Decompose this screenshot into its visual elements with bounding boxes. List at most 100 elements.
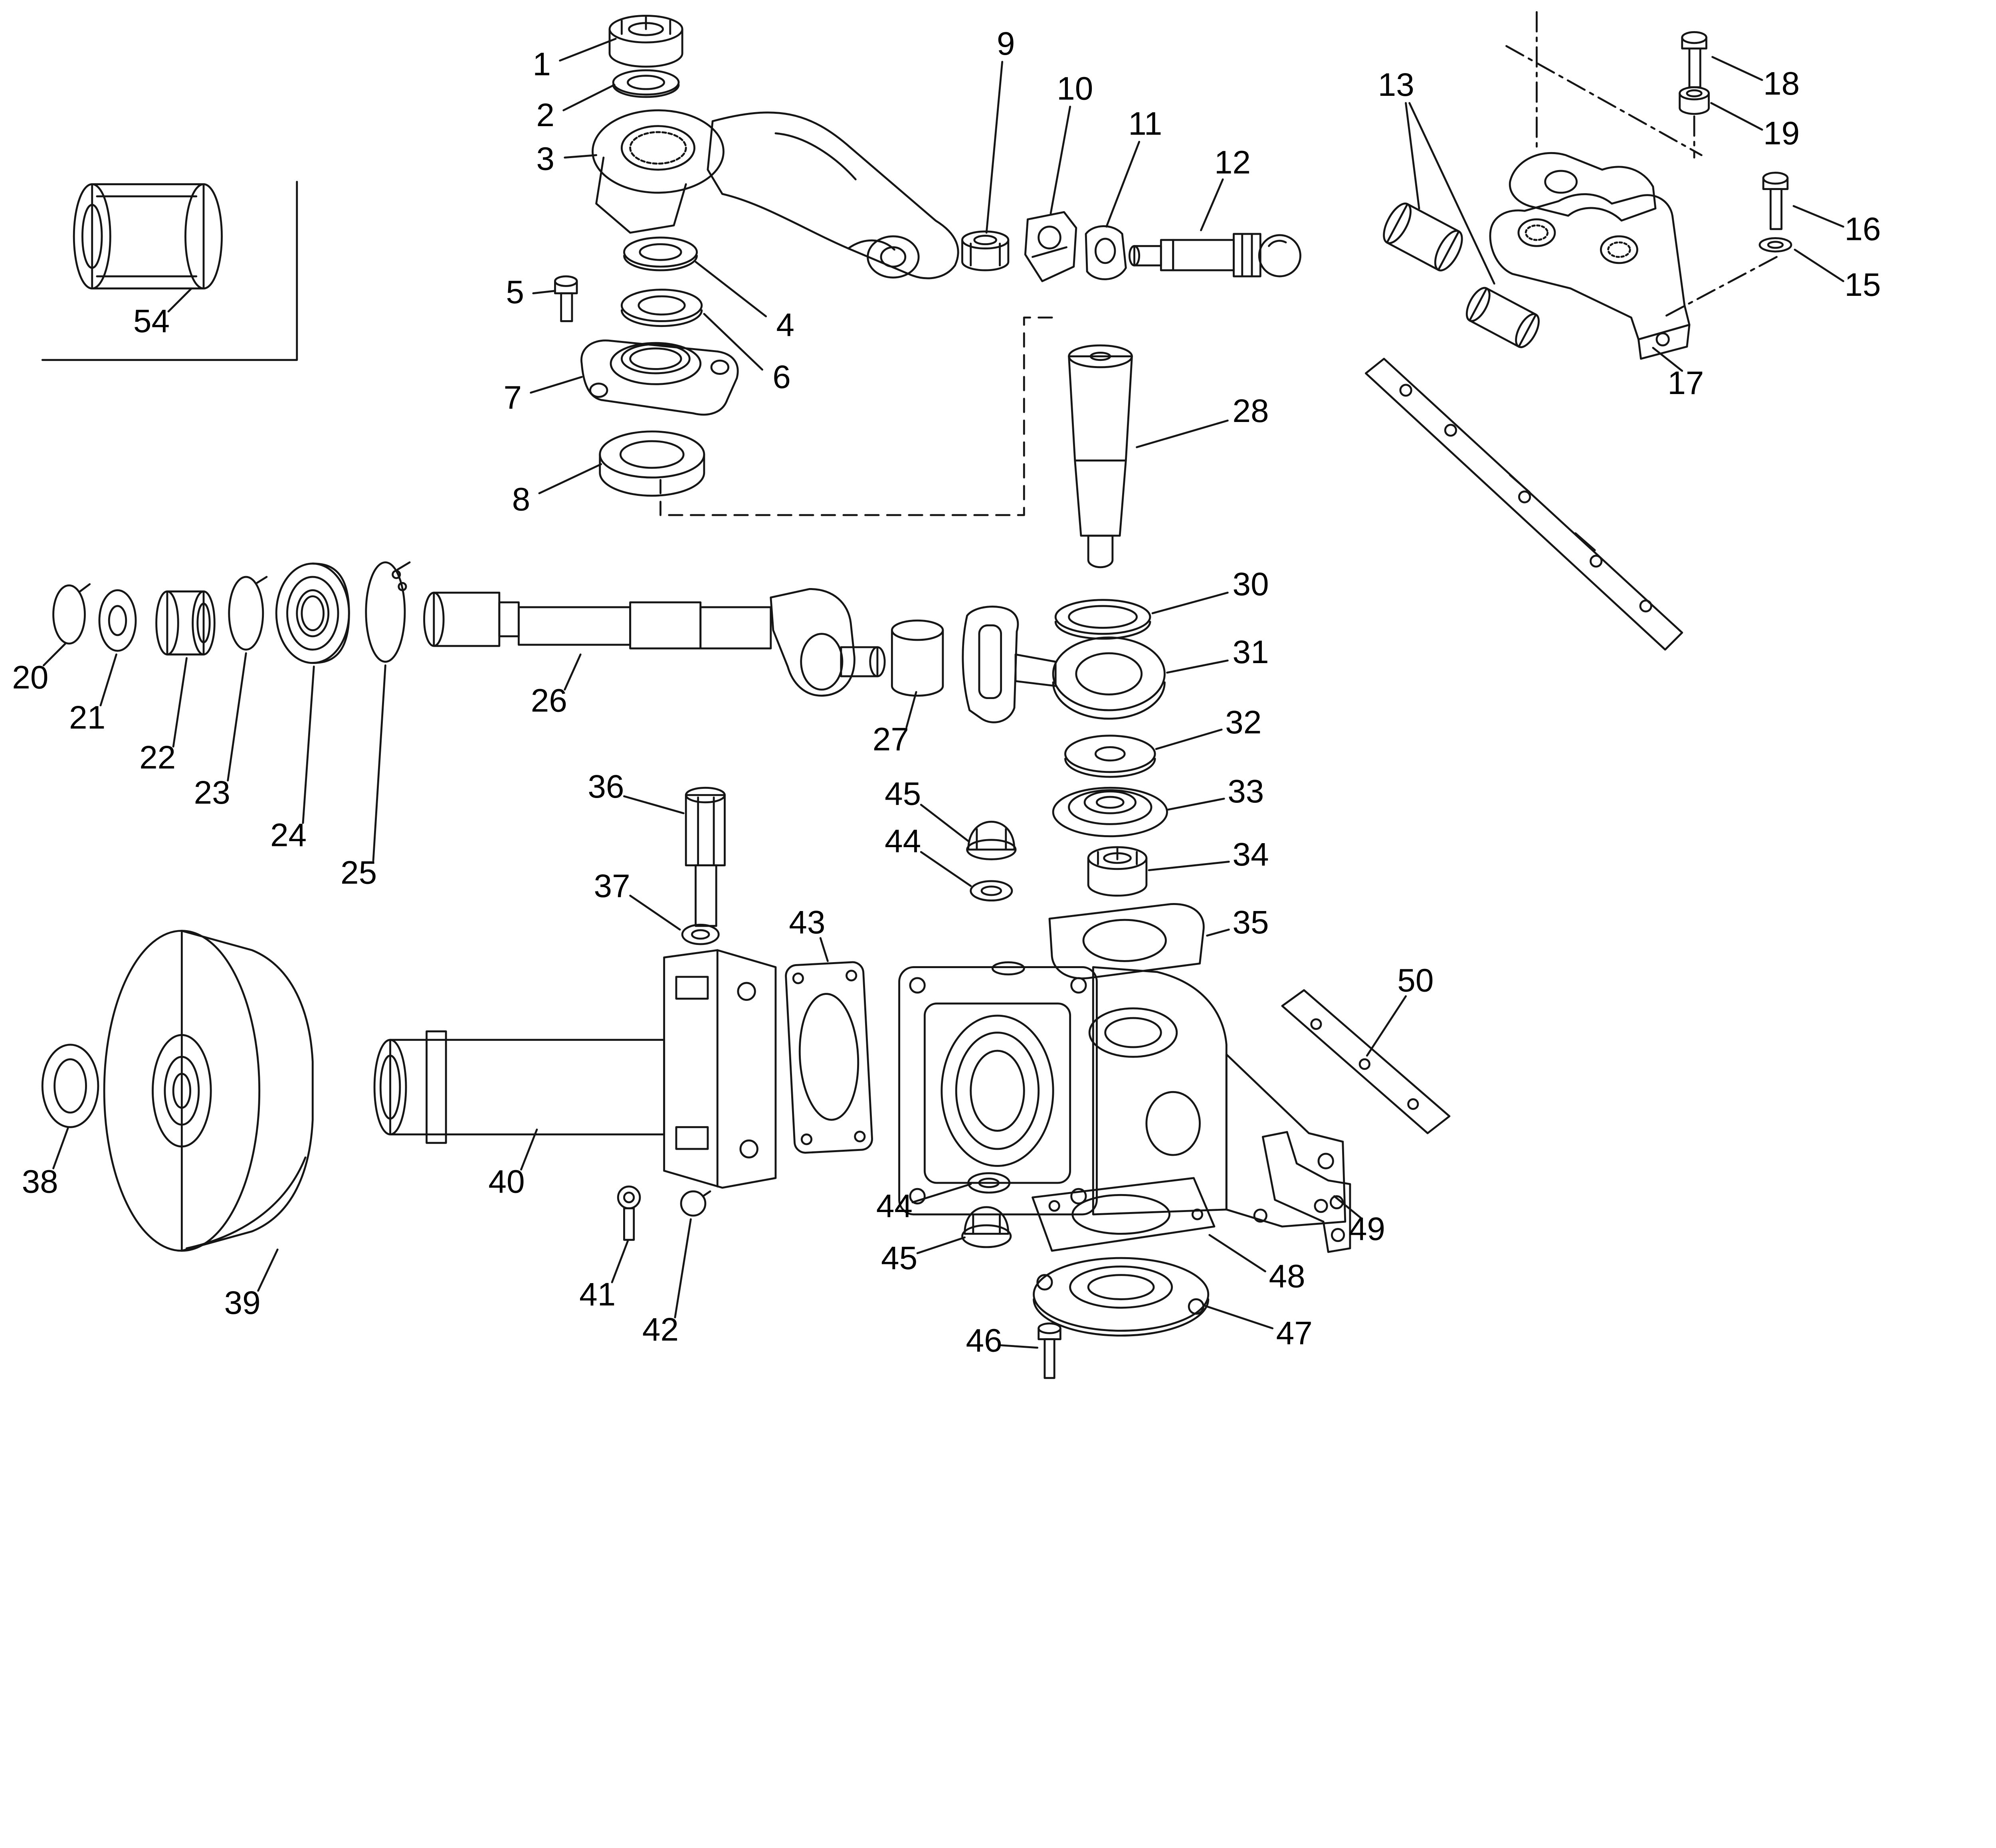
callout-27: 27 bbox=[873, 721, 909, 758]
callout-47: 47 bbox=[1276, 1315, 1313, 1351]
part-10-lock-plate bbox=[1024, 211, 1077, 282]
part-50-strip bbox=[1281, 989, 1451, 1134]
part-33-thrust-bearing bbox=[1052, 786, 1168, 838]
callout-44: 44 bbox=[885, 823, 921, 860]
leader-line-15 bbox=[1794, 248, 1844, 282]
part-3-steering-arm bbox=[592, 109, 959, 279]
leader-line-27 bbox=[905, 691, 917, 728]
exploded-diagram-canvas: 1234567891011121315161718192021222324252… bbox=[12, 11, 1881, 1379]
callout-13: 13 bbox=[1378, 67, 1414, 103]
leader-line-4 bbox=[695, 261, 767, 317]
callout-43: 43 bbox=[789, 904, 825, 941]
leader-line-28 bbox=[1136, 419, 1229, 448]
leader-line-45 bbox=[920, 804, 970, 842]
leader-line-22 bbox=[172, 657, 188, 748]
callout-45: 45 bbox=[881, 1240, 917, 1276]
callout-54: 54 bbox=[133, 303, 170, 339]
leader-line-33 bbox=[1167, 798, 1225, 811]
leader-line-48 bbox=[1208, 1234, 1266, 1272]
callout-16: 16 bbox=[1844, 211, 1881, 247]
leader-line-46 bbox=[1000, 1344, 1039, 1349]
part-40-tube-and-flange bbox=[373, 949, 777, 1189]
part-16-bolt bbox=[1762, 172, 1789, 230]
part-45-plug-upper bbox=[966, 820, 1017, 860]
part-17-clamp-assembly bbox=[1489, 11, 1778, 360]
part-1-castle-nut bbox=[608, 15, 683, 68]
part-25-snap-ring bbox=[365, 561, 411, 663]
leader-line-41 bbox=[611, 1240, 629, 1283]
part-38-seal-ring bbox=[41, 1044, 99, 1128]
part-15-washer bbox=[1758, 237, 1792, 253]
part-13-threaded-plugs bbox=[1383, 202, 1540, 349]
leader-line-1 bbox=[559, 38, 617, 62]
callout-21: 21 bbox=[69, 699, 105, 736]
part-42-clip bbox=[680, 1190, 711, 1217]
part-11-lock-plate bbox=[1085, 225, 1127, 280]
leader-line-44 bbox=[911, 1183, 972, 1203]
leader-line-11 bbox=[1105, 141, 1141, 228]
callout-32: 32 bbox=[1225, 704, 1261, 741]
leader-line-16 bbox=[1792, 205, 1844, 228]
part-54-bushing bbox=[73, 183, 223, 289]
part-20-snap-ring bbox=[52, 583, 91, 645]
part-27-knurled-bushing bbox=[891, 619, 944, 697]
part-26-lever-shaft bbox=[423, 588, 886, 697]
leader-line-23 bbox=[227, 652, 247, 782]
part-34-castle-nut bbox=[1087, 846, 1148, 897]
part-44-washer-upper bbox=[970, 880, 1013, 902]
part-housing-body bbox=[898, 961, 1347, 1228]
callout-17: 17 bbox=[1667, 365, 1704, 401]
dashed-relation-line bbox=[659, 316, 1058, 516]
part-32-washer bbox=[1064, 735, 1156, 778]
part-5-bolt bbox=[554, 275, 578, 322]
callout-18: 18 bbox=[1763, 65, 1800, 102]
part-47-cover bbox=[1033, 1257, 1210, 1337]
leader-line-44 bbox=[920, 851, 972, 887]
leader-line-43 bbox=[819, 937, 829, 962]
leader-line-26 bbox=[564, 653, 582, 691]
callout-15: 15 bbox=[1844, 267, 1881, 303]
callout-5: 5 bbox=[506, 274, 524, 310]
part-39-drum bbox=[103, 930, 314, 1252]
callout-48: 48 bbox=[1269, 1258, 1305, 1294]
callout-6: 6 bbox=[772, 359, 791, 395]
leader-line-31 bbox=[1166, 660, 1229, 674]
part-19-nut bbox=[1679, 86, 1710, 115]
callout-8: 8 bbox=[512, 481, 531, 517]
callout-25: 25 bbox=[341, 855, 377, 891]
callout-35: 35 bbox=[1232, 904, 1269, 941]
leader-line-10 bbox=[1049, 105, 1071, 214]
leader-line-24 bbox=[302, 666, 315, 824]
part-8-needle-bearing bbox=[599, 430, 705, 497]
corner-bracket-line bbox=[41, 180, 298, 361]
callout-42: 42 bbox=[642, 1311, 679, 1348]
leader-line-49 bbox=[1333, 1195, 1362, 1219]
leader-line-9 bbox=[985, 61, 1004, 234]
leader-line-18 bbox=[1711, 56, 1763, 81]
leader-line-50 bbox=[1366, 995, 1407, 1057]
leader-line-47 bbox=[1202, 1304, 1274, 1329]
callout-50: 50 bbox=[1397, 963, 1434, 999]
callout-2: 2 bbox=[536, 97, 554, 133]
part-24-ball-bearing bbox=[275, 563, 350, 664]
callout-24: 24 bbox=[270, 817, 307, 853]
callout-45: 45 bbox=[885, 776, 921, 812]
leader-line-17 bbox=[1652, 347, 1683, 372]
part-long-strip bbox=[1364, 358, 1683, 651]
leader-line-39 bbox=[257, 1248, 279, 1292]
part-2-washer bbox=[612, 69, 680, 98]
part-41-bolt bbox=[617, 1185, 641, 1241]
part-44-washer-lower bbox=[967, 1172, 1011, 1194]
leader-line-20 bbox=[42, 642, 67, 667]
callout-9: 9 bbox=[997, 26, 1015, 62]
callout-26: 26 bbox=[531, 682, 567, 719]
part-49-bracket bbox=[1261, 1131, 1351, 1253]
leader-line-45 bbox=[916, 1236, 966, 1254]
part-23-snap-ring bbox=[228, 576, 268, 651]
callout-34: 34 bbox=[1232, 836, 1269, 873]
part-31-clamp-and-ring bbox=[962, 606, 1166, 723]
part-18-bolt bbox=[1681, 31, 1707, 89]
callout-37: 37 bbox=[594, 868, 630, 904]
callout-49: 49 bbox=[1349, 1211, 1385, 1247]
